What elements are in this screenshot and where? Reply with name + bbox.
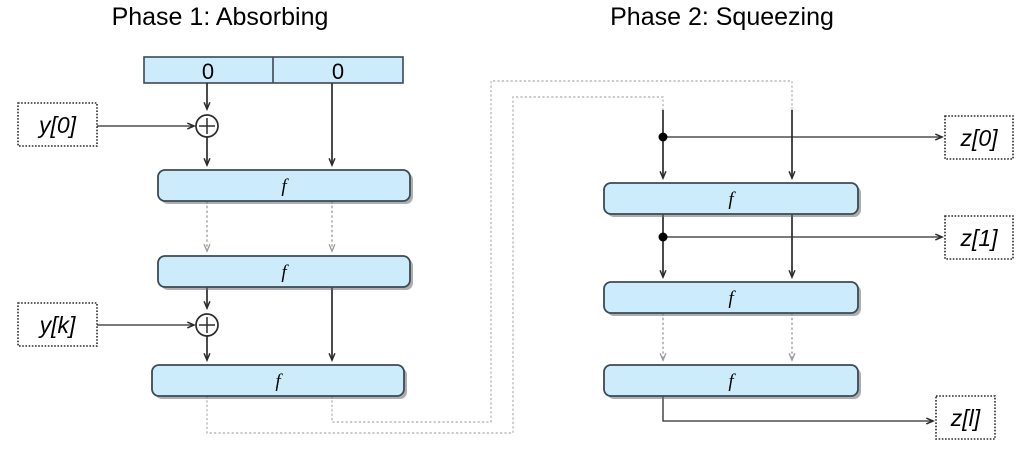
input-y0-label: y[0] <box>37 112 77 138</box>
xor-node-2 <box>195 313 219 337</box>
output-block-zl[interactable]: z[l] <box>935 395 996 440</box>
wire-f3-to-zl <box>662 396 933 421</box>
f-block-label: f <box>281 176 289 197</box>
phase1-f-block-1: f <box>157 169 413 204</box>
phase2-title: Phase 2: Squeezing <box>610 3 834 31</box>
xor-node-1 <box>195 114 219 138</box>
phase2-f-block-3: f <box>603 364 861 399</box>
f-block-rect <box>603 364 859 397</box>
f-block-rect <box>157 169 411 202</box>
tap-dot-z1 <box>658 232 668 242</box>
input-y0-box[interactable] <box>17 102 98 147</box>
phase2-wires <box>658 110 943 421</box>
phase1-state-bar: 0 0 <box>143 56 404 84</box>
phase1-f-block-3: f <box>151 364 407 399</box>
f-block-label: f <box>275 371 283 392</box>
output-zl-box[interactable] <box>935 395 996 440</box>
state-cell-capacity-value: 0 <box>332 59 344 84</box>
f-block-label: f <box>728 288 736 309</box>
f-block-rect <box>157 255 411 288</box>
f-block-rect <box>603 182 859 215</box>
rate-feedback-route <box>206 96 664 434</box>
phase1-title: Phase 1: Absorbing <box>112 3 329 31</box>
input-yk-label: y[k] <box>38 312 76 338</box>
f-block-rect <box>603 281 859 314</box>
f-block-rect <box>151 364 405 397</box>
output-block-z1[interactable]: z[1] <box>944 215 1014 260</box>
state-cell-rate-value: 0 <box>202 59 214 84</box>
tap-dot-z0 <box>658 132 668 142</box>
output-block-z0[interactable]: z[0] <box>944 115 1014 160</box>
phase1-wires <box>207 83 332 360</box>
phase2-f-block-2: f <box>603 281 861 316</box>
input-block-y0[interactable]: y[0] <box>17 102 194 147</box>
capacity-feedback-route <box>331 80 793 423</box>
phase2-f-block-1: f <box>603 182 861 217</box>
f-block-label: f <box>728 371 736 392</box>
input-block-yk[interactable]: y[k] <box>17 302 194 347</box>
f-block-label: f <box>281 262 289 283</box>
phase1-f-block-2: f <box>157 255 413 290</box>
output-z0-box[interactable] <box>944 115 1014 160</box>
output-z0-label: z[0] <box>959 125 998 151</box>
output-z1-box[interactable] <box>944 215 1014 260</box>
output-zl-label: z[l] <box>950 405 981 431</box>
feedback-routes <box>206 80 793 434</box>
f-block-label: f <box>728 189 736 210</box>
output-z1-label: z[1] <box>959 225 998 251</box>
